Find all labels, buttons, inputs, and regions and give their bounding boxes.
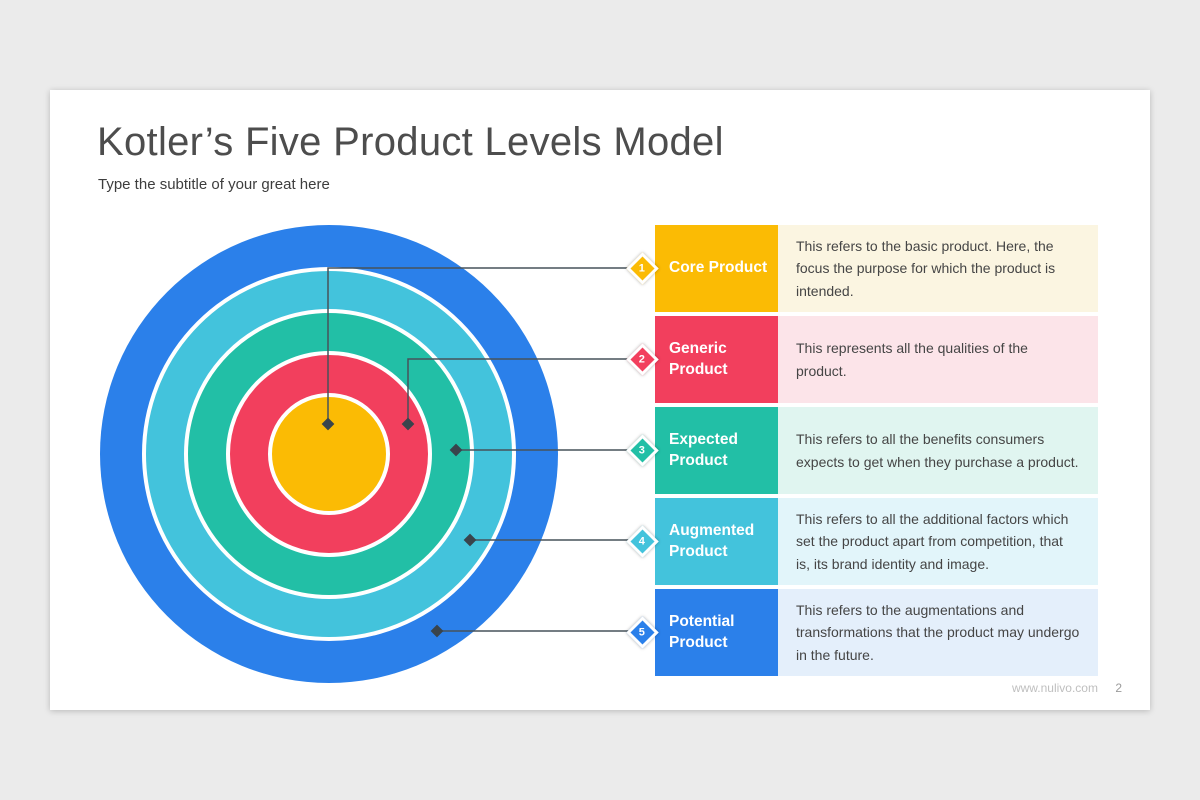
level-row-expected-product: 3 Expected Product This refers to all th… xyxy=(626,407,1098,494)
level-number-badge: 1 xyxy=(626,251,659,285)
level-number: 1 xyxy=(639,262,646,274)
level-row-core-product: 1 Core Product This refers to the basic … xyxy=(626,225,1098,312)
level-label: Core Product xyxy=(655,225,778,312)
level-number-badge: 2 xyxy=(626,342,659,376)
level-row-augmented-product: 4 Augmented Product This refers to all t… xyxy=(626,498,1098,585)
level-description: This refers to all the additional factor… xyxy=(778,498,1098,585)
footer-website: www.nulivo.com xyxy=(1011,681,1098,695)
level-description: This refers to the basic product. Here, … xyxy=(778,225,1098,312)
level-description-text: This refers to the augmentations and tra… xyxy=(796,601,1080,663)
level-number-badge: 3 xyxy=(626,433,659,467)
page-number: 2 xyxy=(1115,681,1122,695)
level-label: Generic Product xyxy=(655,316,778,403)
five-levels-target-diagram xyxy=(100,225,558,683)
ring-expected-product xyxy=(184,309,474,599)
level-description-text: This refers to the basic product. Here, … xyxy=(796,237,1056,299)
level-number: 4 xyxy=(639,535,646,547)
level-label: Augmented Product xyxy=(655,498,778,585)
level-number: 2 xyxy=(639,353,646,365)
ring-potential-product xyxy=(100,225,558,683)
level-description: This represents all the qualities of the… xyxy=(778,316,1098,403)
slide-title: Kotler’s Five Product Levels Model xyxy=(97,120,724,164)
level-number: 3 xyxy=(639,444,646,456)
slide-canvas: Kotler’s Five Product Levels Model Type … xyxy=(50,90,1150,710)
level-number: 5 xyxy=(639,626,646,638)
level-description-text: This refers to all the benefits consumer… xyxy=(796,431,1079,470)
ring-generic-product xyxy=(226,351,432,557)
ring-core-product xyxy=(268,393,390,515)
ring-augmented-product xyxy=(142,267,516,641)
level-description: This refers to the augmentations and tra… xyxy=(778,589,1098,676)
level-description-text: This refers to all the additional factor… xyxy=(796,510,1069,572)
levels-list: 1 Core Product This refers to the basic … xyxy=(626,225,1098,680)
slide-subtitle: Type the subtitle of your great here xyxy=(98,176,330,193)
level-row-potential-product: 5 Potential Product This refers to the a… xyxy=(626,589,1098,676)
slide-footer: www.nulivo.com 2 xyxy=(1012,681,1122,695)
level-row-generic-product: 2 Generic Product This represents all th… xyxy=(626,316,1098,403)
level-description-text: This represents all the qualities of the… xyxy=(796,340,1028,379)
level-number-badge: 5 xyxy=(626,615,659,649)
level-label: Potential Product xyxy=(655,589,778,676)
level-description: This refers to all the benefits consumer… xyxy=(778,407,1098,494)
level-label: Expected Product xyxy=(655,407,778,494)
level-number-badge: 4 xyxy=(626,524,659,558)
